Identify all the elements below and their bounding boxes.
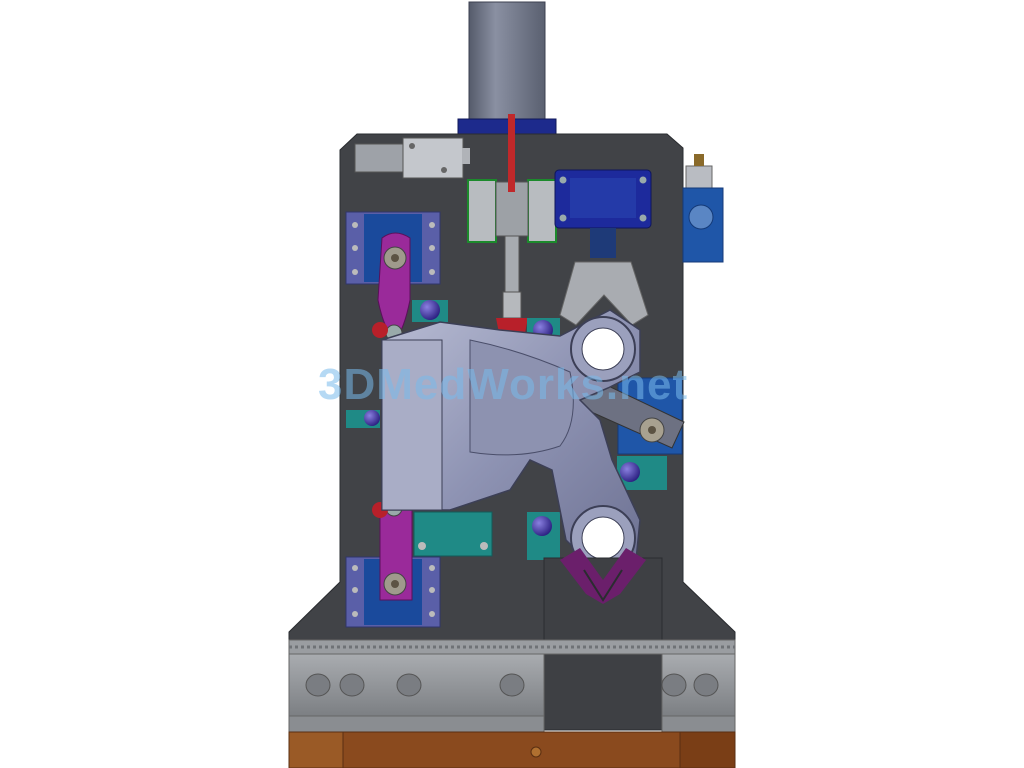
wood-base xyxy=(288,731,736,768)
lower-block xyxy=(543,548,663,731)
left-bottom-clamp xyxy=(345,499,441,628)
left-top-clamp xyxy=(345,211,441,342)
base-rail xyxy=(288,639,736,733)
valve-block xyxy=(682,154,724,263)
top-cylinder xyxy=(457,1,557,136)
right-clamp xyxy=(558,377,685,455)
teal-locators xyxy=(346,300,667,560)
sensor-fitting xyxy=(354,137,470,179)
left-red-knob xyxy=(372,322,388,338)
navy-clamp xyxy=(554,169,652,326)
center-guide xyxy=(467,114,557,338)
workpiece xyxy=(381,309,641,571)
